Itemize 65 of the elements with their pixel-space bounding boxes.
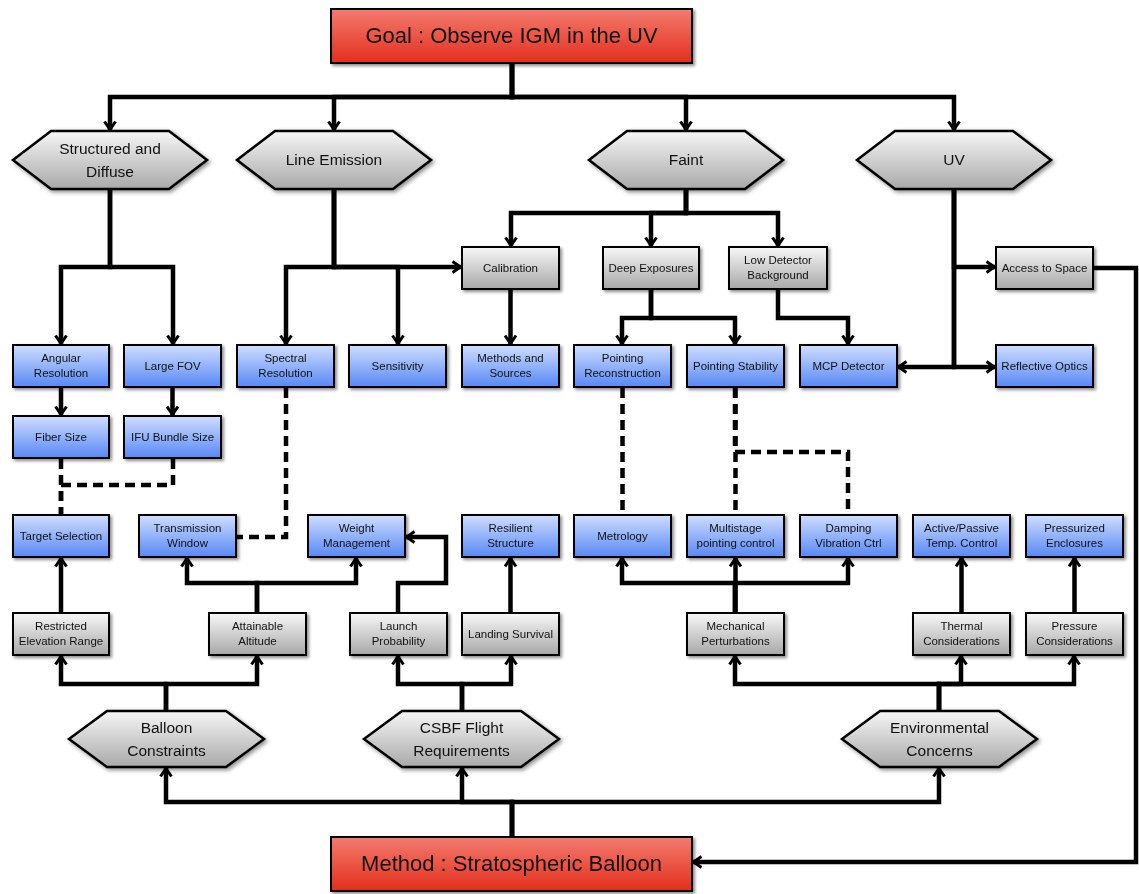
- arrow: [951, 190, 996, 374]
- factor-box: Mechanical Perturbations: [686, 612, 785, 656]
- goal-box: Goal : Observe IGM in the UV: [330, 8, 693, 64]
- arrow: [503, 557, 518, 612]
- dashed-connector: [237, 388, 289, 540]
- requirement-box: Fiber Size: [12, 415, 110, 459]
- requirement-box: Multistage pointing control: [686, 514, 785, 558]
- requirement-box: Sensitivity: [348, 344, 447, 388]
- requirement-box: Active/Passive Temp. Control: [912, 514, 1011, 558]
- arrow: [954, 557, 969, 612]
- factor-box: Attainable Altitude: [208, 612, 307, 656]
- requirement-box: Metrology: [573, 514, 672, 558]
- requirement-box: Resilient Structure: [461, 514, 560, 558]
- requirement-box: IFU Bundle Size: [123, 415, 222, 459]
- category-hexagon: Environmental Concerns: [841, 710, 1038, 768]
- arrow: [509, 64, 961, 131]
- requirement-box: Pressurized Enclosures: [1025, 514, 1124, 558]
- factor-box: Launch Probability: [349, 612, 448, 656]
- category-hexagon: Balloon Constraints: [68, 710, 265, 768]
- requirement-box: Weight Management: [307, 514, 406, 558]
- arrow: [683, 190, 785, 247]
- factor-box: Restricted Elevation Range: [12, 612, 110, 656]
- arrow: [936, 655, 1081, 710]
- arrow: [165, 388, 180, 416]
- requirement-box: Spectral Resolution: [236, 344, 335, 388]
- arrow: [163, 655, 264, 710]
- requirement-box: Transmission Window: [138, 514, 237, 558]
- factor-box: Access to Space: [995, 246, 1094, 290]
- arrow: [728, 557, 743, 612]
- requirement-box: Damping Vibration Ctrl: [799, 514, 898, 558]
- requirement-box: Reflective Optics: [995, 344, 1094, 388]
- factor-box: Calibration: [461, 246, 560, 290]
- factor-box: Pressure Considerations: [1025, 612, 1124, 656]
- requirement-box: Large FOV: [123, 344, 222, 388]
- category-hexagon: CSBF Flight Requirements: [363, 710, 560, 768]
- arrow: [254, 557, 363, 612]
- arrow: [1067, 557, 1082, 612]
- requirement-box: Target Selection: [12, 514, 110, 558]
- arrow: [459, 655, 518, 710]
- factor-box: Landing Survival: [461, 612, 560, 656]
- arrow: [331, 190, 462, 274]
- factor-box: Thermal Considerations: [912, 612, 1011, 656]
- dashed-connector: [58, 459, 176, 514]
- category-hexagon: Line Emission: [236, 130, 432, 190]
- category-hexagon: UV: [856, 130, 1052, 190]
- arrow: [107, 190, 180, 345]
- arrow: [395, 530, 449, 612]
- arrow: [54, 388, 68, 416]
- arrow: [732, 557, 855, 612]
- requirement-box: Pointing Stability: [686, 344, 785, 388]
- category-hexagon: Faint: [588, 130, 784, 190]
- arrow: [692, 265, 1139, 869]
- arrow: [648, 290, 742, 345]
- arrow: [54, 557, 68, 612]
- requirement-box: MCP Detector: [799, 344, 898, 388]
- category-hexagon: Structured and Diffuse: [12, 130, 208, 190]
- requirement-box: Methods and Sources: [461, 344, 560, 388]
- requirement-box: Angular Resolution: [12, 344, 110, 388]
- arrow: [509, 767, 946, 836]
- goal-box: Method : Stratospheric Balloon: [330, 836, 693, 892]
- arrow: [775, 290, 855, 345]
- factor-box: Deep Exposures: [602, 246, 700, 290]
- requirement-box: Pointing Reconstruction: [573, 344, 672, 388]
- arrow: [503, 290, 518, 345]
- factor-box: Low Detector Background: [728, 246, 828, 290]
